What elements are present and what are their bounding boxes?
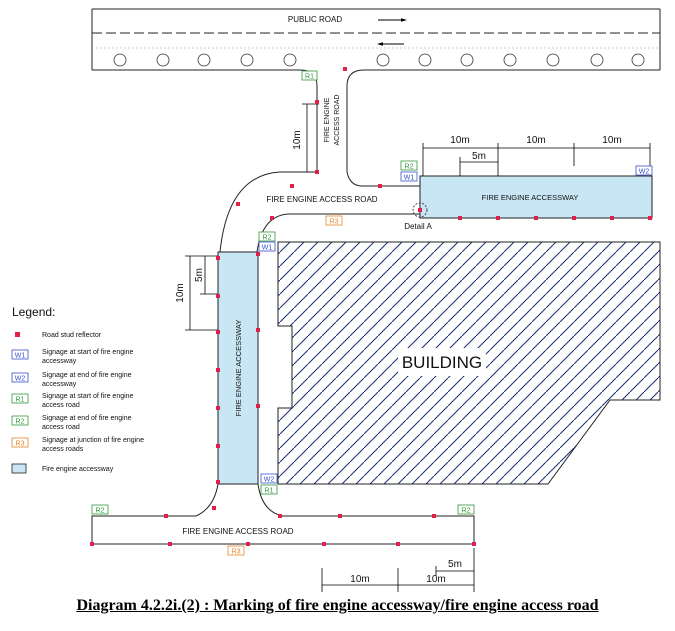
accessway-left-label: FIRE ENGINE ACCESSWAY [234,320,243,417]
svg-text:R2: R2 [96,508,105,515]
svg-text:Road stud reflector: Road stud reflector [42,332,102,339]
vertical-road-label-1: FIRE ENGINE [324,97,331,142]
middle-road-label: FIRE ENGINE ACCESS ROAD [266,195,377,204]
svg-text:10m: 10m [175,283,186,302]
svg-text:10m: 10m [350,574,369,585]
svg-text:W1: W1 [404,175,415,182]
dim-bottom-road [321,548,475,592]
bottom-access-road: FIRE ENGINE ACCESS ROAD [91,483,475,545]
svg-text:R2: R2 [263,235,272,242]
svg-text:R3: R3 [330,219,339,226]
sign-r2-left: R2 [258,231,276,242]
public-road-label: PUBLIC ROAD [288,15,342,24]
accessway-top-label: FIRE ENGINE ACCESSWAY [482,193,579,202]
dim-vertical-road: 10m [292,103,319,173]
sign-r1-bottom: R1 [260,484,278,495]
sign-r2-top: R2 [400,160,418,171]
sign-w2-top: W2 [635,165,653,176]
svg-text:10m: 10m [450,135,469,146]
sign-r1-top: R1 [301,70,318,81]
road-trees [113,53,645,67]
sign-r3-mid: R3 [325,215,343,226]
legend-title: Legend: [12,305,55,319]
svg-text:access road: access road [42,402,80,409]
svg-text:10m: 10m [292,130,303,149]
middle-access-road: FIRE ENGINE ACCESS ROAD [219,171,420,253]
public-road: PUBLIC ROAD [91,8,661,172]
building-label-bg [398,348,486,376]
bottom-road-label: FIRE ENGINE ACCESS ROAD [182,527,293,536]
svg-text:10m: 10m [602,135,621,146]
legend-accessway-swatch [11,463,27,474]
svg-text:R1: R1 [305,74,314,81]
svg-text:W1: W1 [262,245,273,252]
svg-text:R2: R2 [16,419,25,426]
svg-text:R3: R3 [16,441,25,448]
detail-a-label: Detail A [404,222,432,231]
sign-w2-bottom: W2 [260,473,278,484]
svg-text:Fire engine accessway: Fire engine accessway [42,466,114,473]
detail-a-marker [412,202,428,218]
svg-text:W2: W2 [264,477,275,484]
svg-text:R1: R1 [265,488,274,495]
svg-text:5m: 5m [448,559,462,570]
svg-text:R2: R2 [462,508,471,515]
svg-text:Signage at start of fire engin: Signage at start of fire engine [42,393,134,400]
svg-text:W2: W2 [15,376,26,383]
svg-text:10m: 10m [426,574,445,585]
svg-text:10m: 10m [526,135,545,146]
svg-text:R1: R1 [16,397,25,404]
accessway-top [419,175,653,219]
svg-text:5m: 5m [472,151,486,162]
svg-text:Signage at junction of fire en: Signage at junction of fire engine [42,437,144,444]
svg-text:R2: R2 [405,164,414,171]
svg-text:accessway: accessway [42,358,77,365]
svg-text:R3: R3 [232,549,241,556]
legend: Legend: Road stud reflector W1 Signage a… [11,305,144,474]
sign-r2-bottom-left: R2 [91,504,109,515]
legend-reflector-swatch [15,332,20,337]
svg-text:access road: access road [42,424,80,431]
road-stud-reflectors [90,67,652,546]
sign-w1-top: W1 [400,171,418,182]
building-label: BUILDING [402,353,482,372]
svg-text:access roads: access roads [42,446,84,453]
svg-text:W1: W1 [15,353,26,360]
svg-text:5m: 5m [194,268,205,282]
svg-text:W2: W2 [639,169,650,176]
svg-text:accessway: accessway [42,381,77,388]
sign-w1-left: W1 [258,241,276,252]
sign-r2-bottom-right: R2 [457,504,475,515]
diagram-caption: Diagram 4.2.2i.(2) : Marking of fire eng… [76,597,599,614]
svg-text:Signage at end of fire engine: Signage at end of fire engine [42,372,132,379]
vertical-road-label-2: ACCESS ROAD [334,95,341,146]
svg-text:Signage at end of fire engine: Signage at end of fire engine [42,415,132,422]
svg-text:Signage at start of fire engin: Signage at start of fire engine [42,349,134,356]
dim-top-accessway [422,143,651,176]
sign-r3-bottom: R3 [227,545,245,556]
dim-left-accessway [185,255,218,331]
accessway-left [217,251,259,485]
